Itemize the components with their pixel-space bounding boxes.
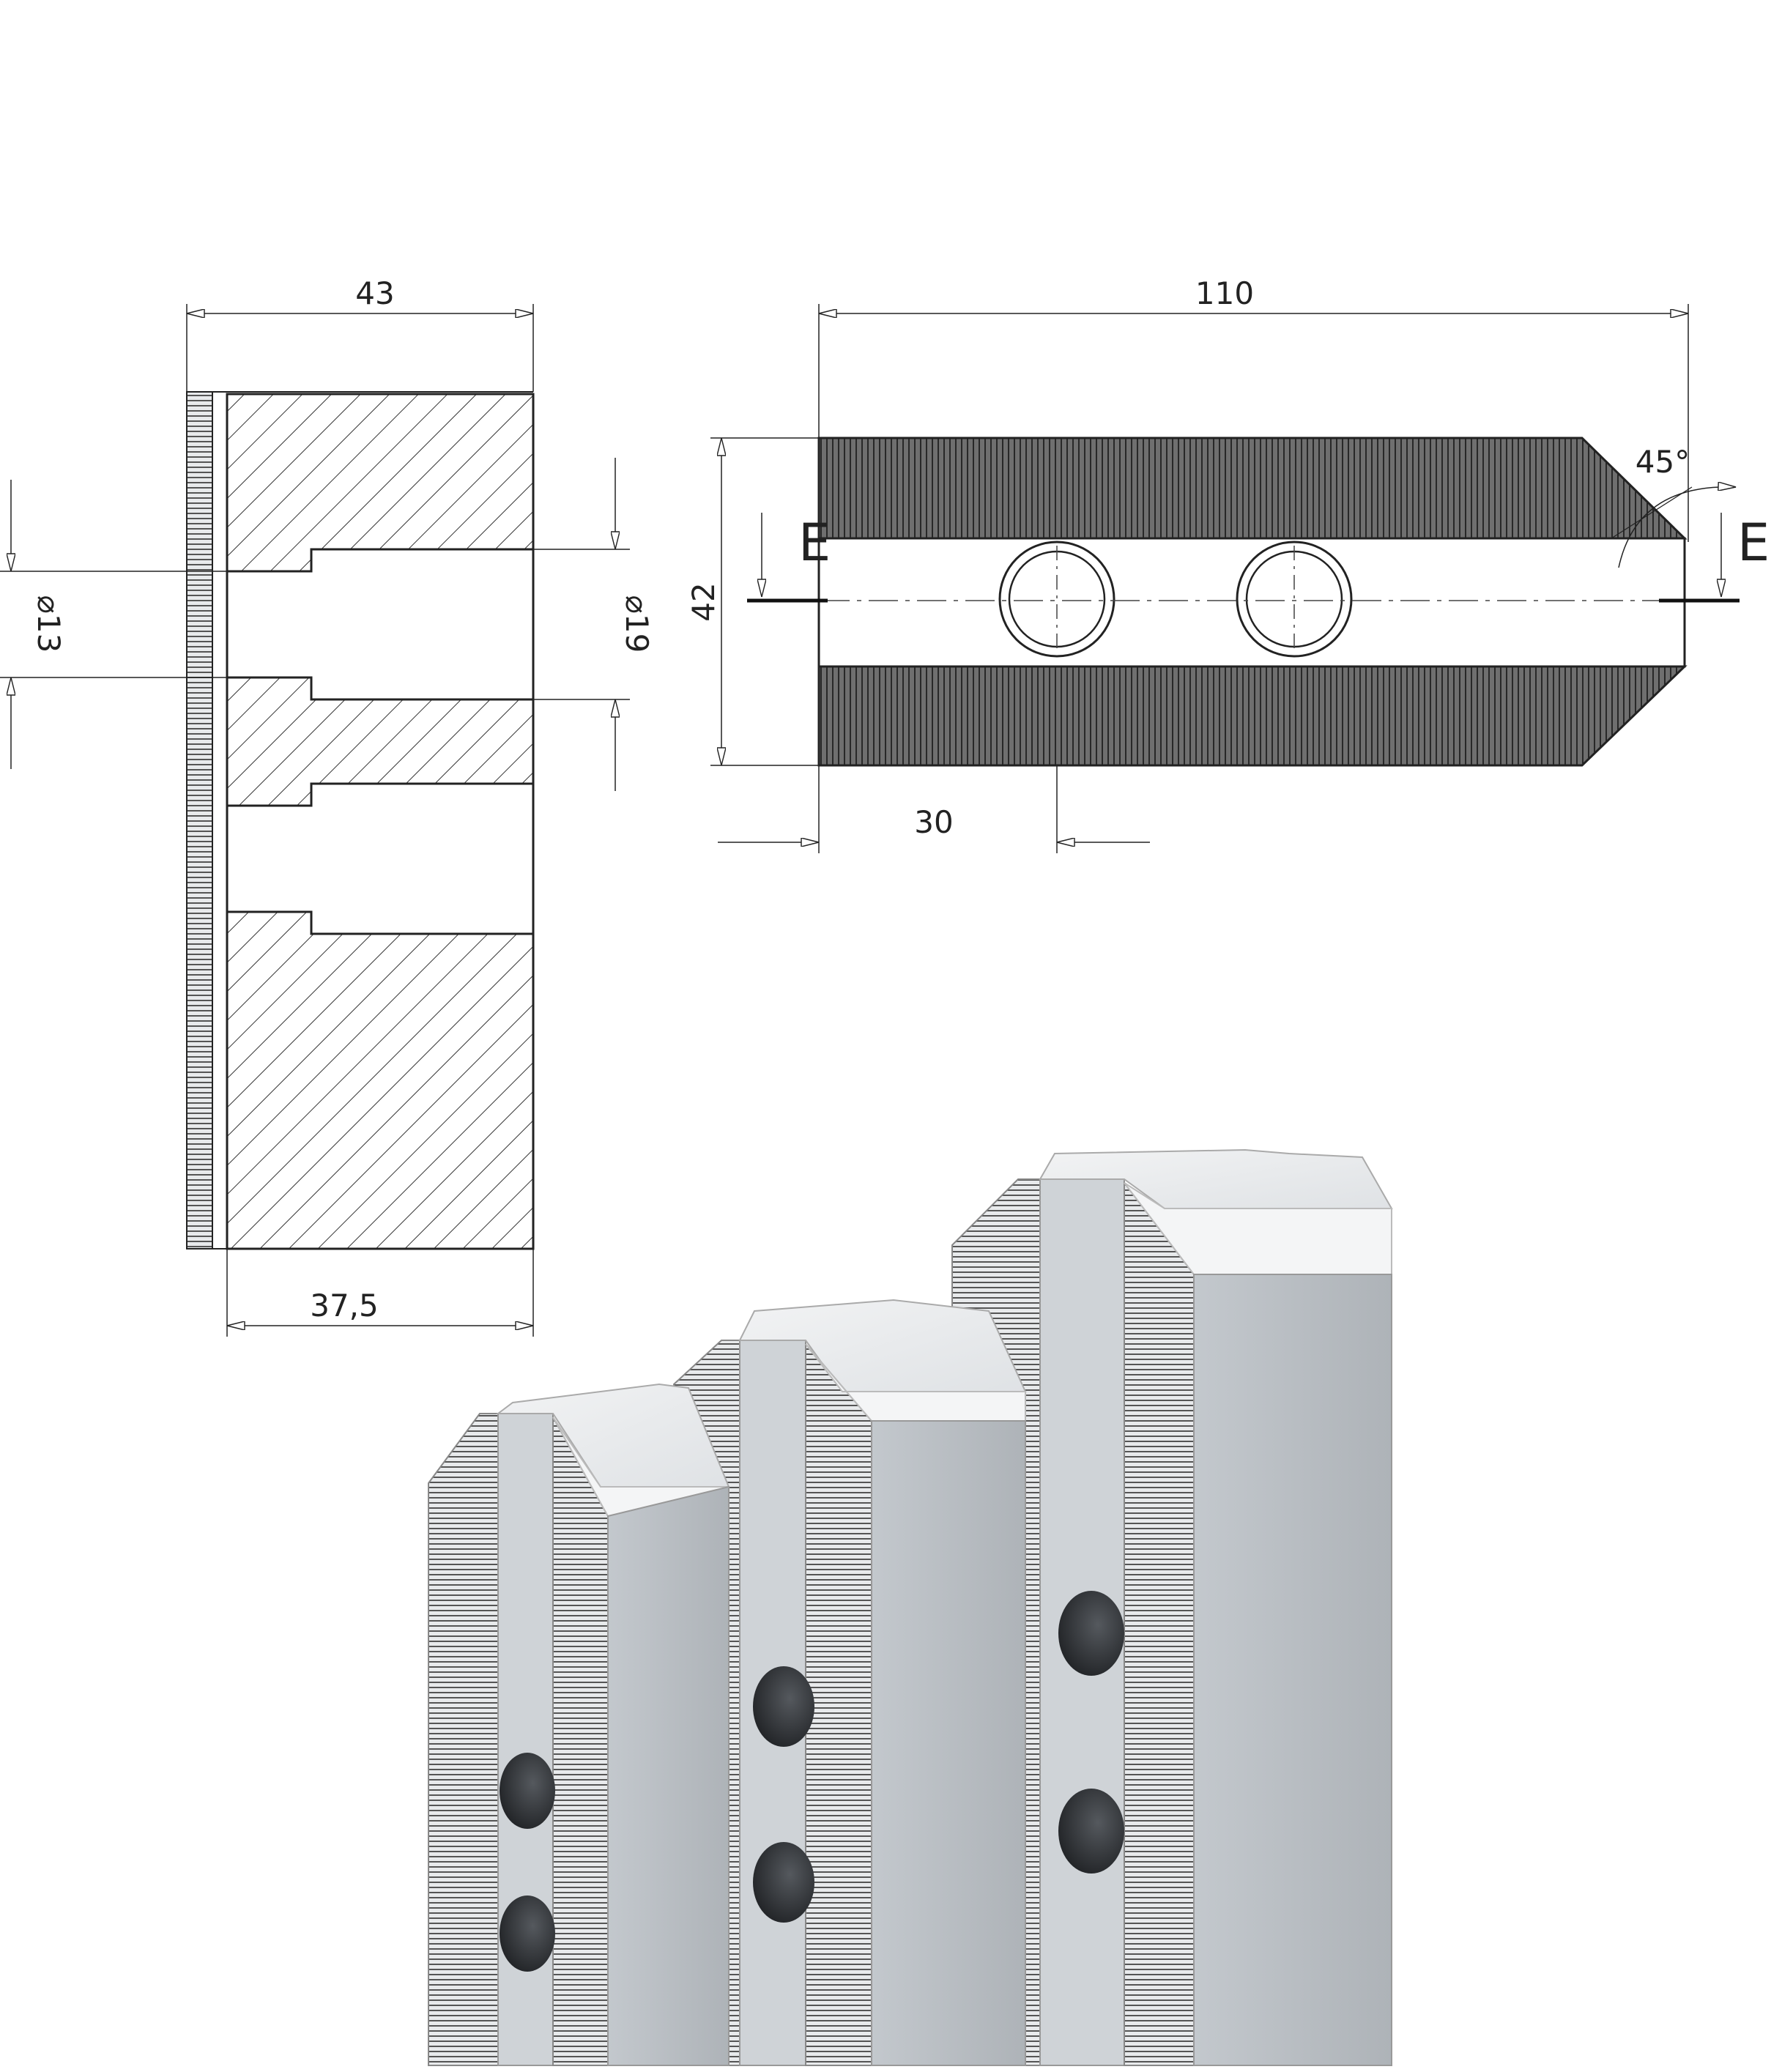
angle-arc bbox=[1618, 487, 1736, 568]
counterbore-top bbox=[226, 548, 535, 701]
front-view: E E 110 42 30 45° bbox=[686, 275, 1770, 853]
dim-small-bore-text: ⌀13 bbox=[31, 595, 67, 653]
dim-length-text: 110 bbox=[1195, 275, 1254, 311]
serrated-band-bottom bbox=[817, 665, 1688, 767]
dim-offset-text: 30 bbox=[914, 804, 953, 840]
dim-large-bore-text: ⌀19 bbox=[619, 595, 655, 653]
section-view: 43 37,5 ⌀13 ⌀19 bbox=[0, 275, 655, 1337]
counterbore-bottom bbox=[226, 782, 535, 935]
dim-inner-width-text: 37,5 bbox=[310, 1288, 379, 1323]
section-mark-right: E bbox=[1737, 513, 1770, 573]
dim-height-text: 42 bbox=[686, 582, 721, 621]
mounting-hole-1 bbox=[998, 541, 1115, 658]
dim-angle-text: 45° bbox=[1636, 444, 1690, 480]
jaw-small bbox=[428, 1383, 730, 2066]
mounting-hole-2 bbox=[1236, 541, 1353, 658]
jaw-render bbox=[428, 1148, 1393, 2066]
dim-width-text: 43 bbox=[355, 275, 394, 311]
serration-strip bbox=[186, 391, 213, 1249]
section-mark-left: E bbox=[798, 513, 831, 573]
serrated-band-top bbox=[817, 437, 1688, 540]
